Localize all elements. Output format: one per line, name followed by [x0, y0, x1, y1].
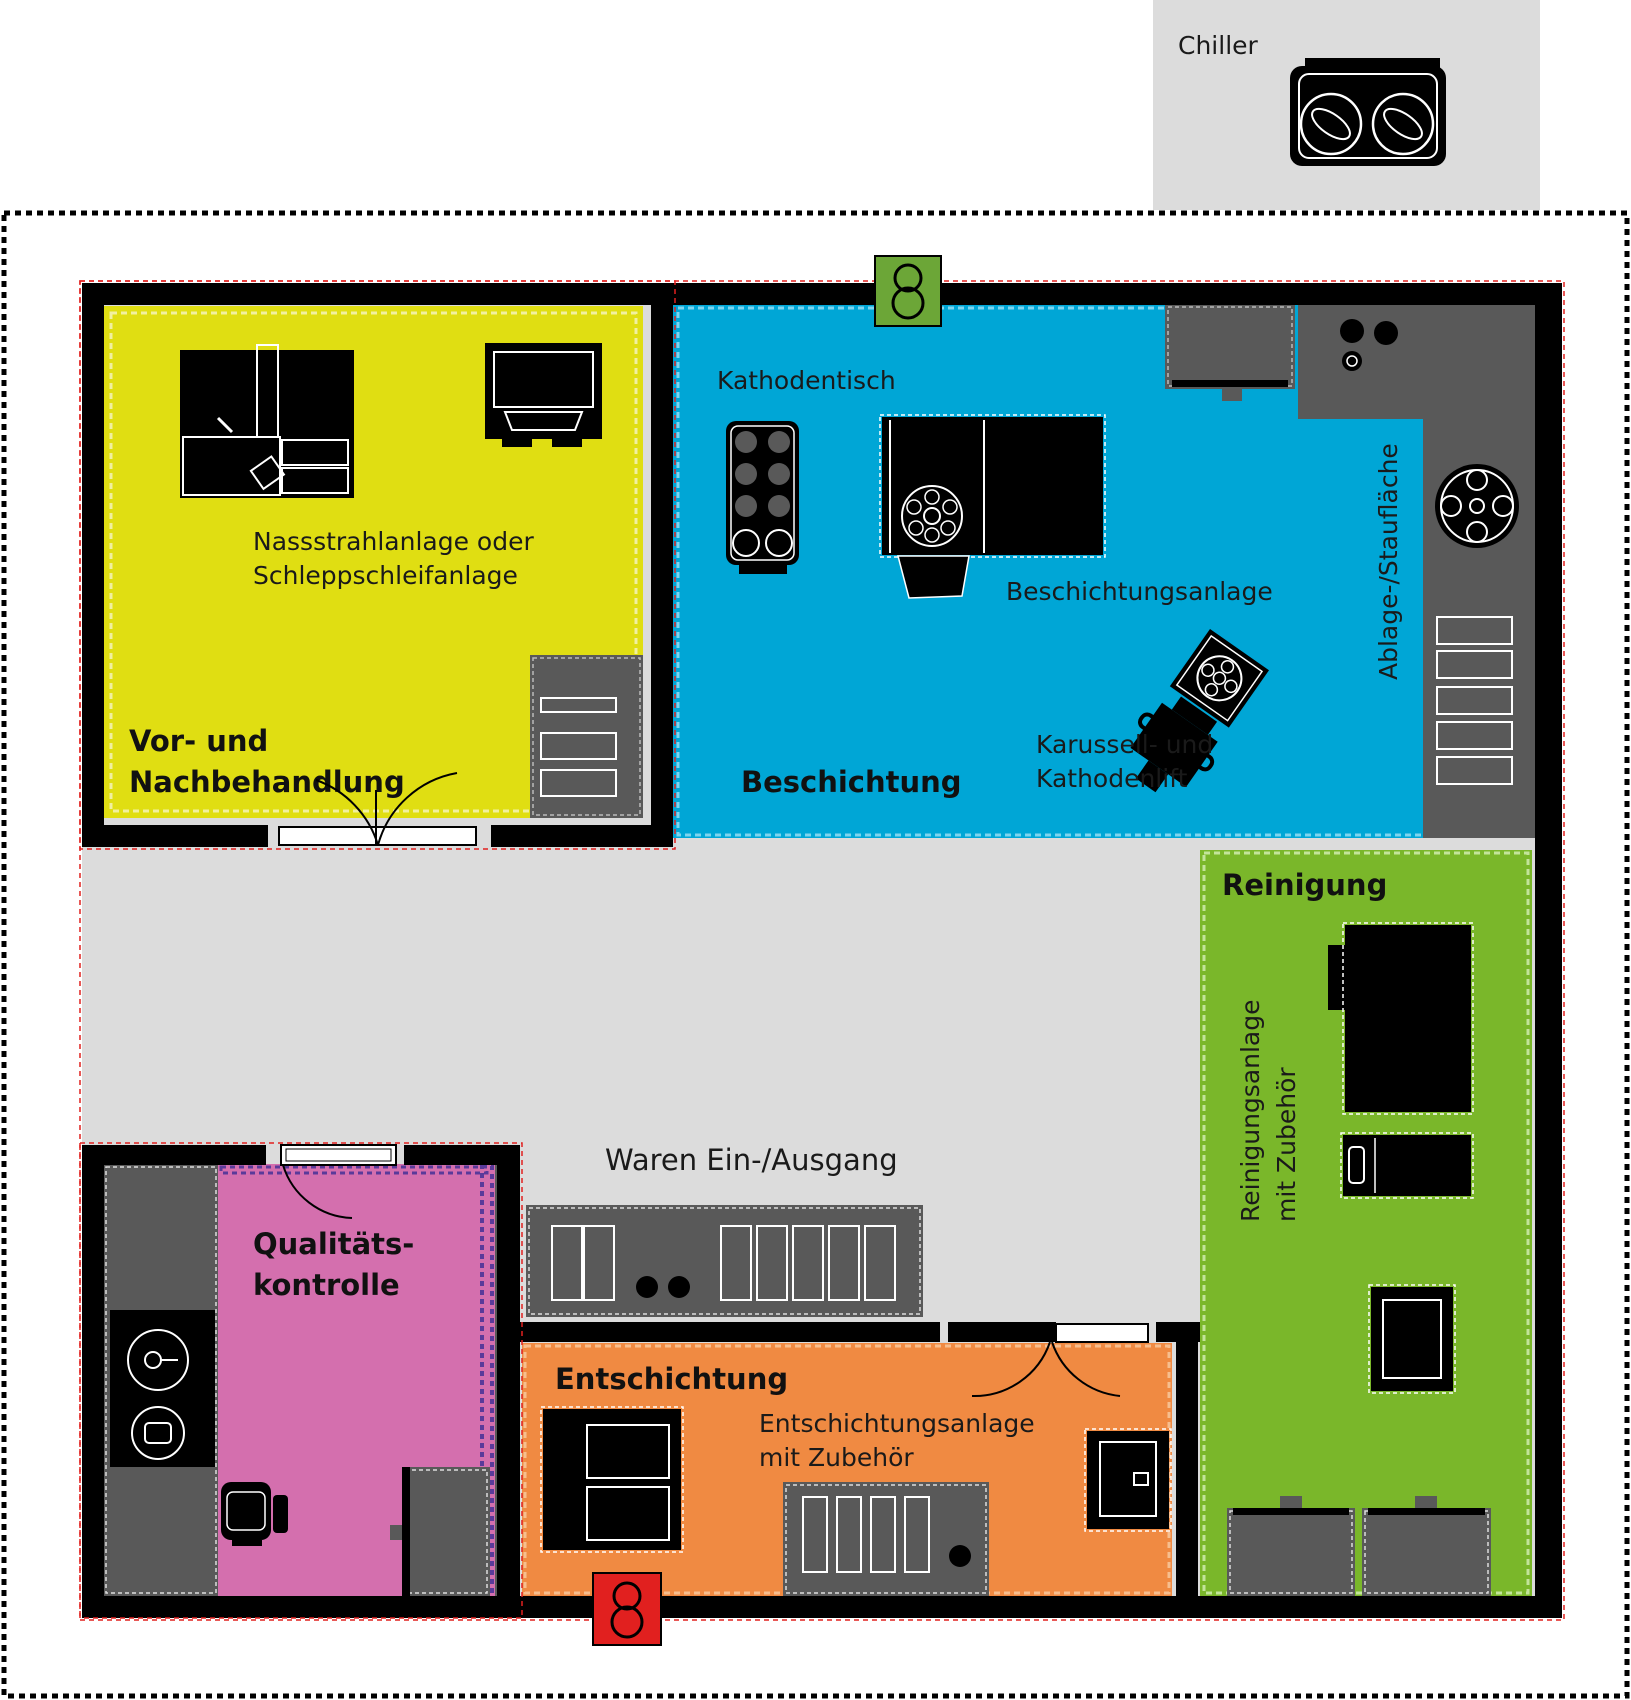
entschichtung-title: Entschichtung [555, 1362, 788, 1396]
door-entschichtung [971, 1323, 1149, 1398]
entrance-green-icon [874, 255, 942, 327]
room-entschichtung: Entschichtung Entschichtungsanlage mit Z… [522, 1343, 1172, 1596]
room-reinigung: Reinigung Reinigungsanlage mit Zubehör [1200, 850, 1532, 1596]
entschichtung-equipment-line1: Entschichtungsanlage [759, 1409, 1035, 1438]
entschichtung-unit-icon [1084, 1428, 1172, 1532]
office-chair-icon [221, 1482, 288, 1546]
entschichtung-equipment-line2: mit Zubehör [759, 1443, 914, 1472]
door-vor-nachbehandlung [278, 772, 477, 846]
ablage-label: Ablage-/Staufläche [1374, 443, 1403, 680]
corridor-label: Waren Ein-/Ausgang [605, 1143, 898, 1177]
reinigung-tank-icon [1340, 1132, 1474, 1199]
power-supply-cabinet [1165, 304, 1295, 401]
beschichtungsanlage-icon [879, 414, 1106, 599]
room-beschichtung: Kathodentisch Beschichtungsanlage Karuss… [673, 304, 1535, 838]
vor-nachbehandlung-equipment-line2: Schleppschleifanlage [253, 561, 518, 590]
reinigung-cabinet-right [1362, 1496, 1491, 1596]
qualitaetskontrolle-title-line1: Qualitäts- [253, 1227, 414, 1261]
chiller-unit-icon [1290, 58, 1446, 166]
nassstrahlanlage-icon [180, 344, 354, 498]
ablage-stauflaeche [1423, 419, 1535, 838]
wall-outlines [79, 280, 1565, 1621]
vor-nachbehandlung-equipment-line1: Nassstrahlanlage oder [253, 527, 534, 556]
door-qualitaetskontrolle [280, 1144, 397, 1219]
schleppschleifanlage-icon [485, 343, 602, 447]
entrance-red-icon [592, 1572, 662, 1646]
ablage-top-area [1298, 304, 1535, 419]
reinigung-dryer-icon [1368, 1284, 1456, 1394]
vor-nachbehandlung-title-line1: Vor- und [129, 724, 268, 758]
vor-nachbehandlung-title-line2: Nachbehandlung [129, 765, 405, 799]
reinigung-title: Reinigung [1222, 868, 1387, 902]
karussell-label-line1: Karussell- und [1036, 730, 1213, 759]
reinigung-cabinet-left [1227, 1496, 1355, 1596]
walls [82, 283, 1562, 1618]
entschichtung-rack [783, 1482, 989, 1596]
kathodentisch-icon [726, 421, 799, 574]
measuring-device-icon [110, 1310, 215, 1467]
room-vor-nachbehandlung: Nassstrahlanlage oder Schleppschleifanla… [103, 306, 643, 818]
kathodentisch-label: Kathodentisch [717, 366, 896, 395]
chiller-area: Chiller [1153, 0, 1540, 210]
storage-shelf [530, 655, 643, 818]
room-qualitaetskontrolle: Qualitäts- kontrolle [103, 1164, 497, 1596]
chiller-label: Chiller [1178, 31, 1259, 60]
qualitaetskontrolle-title-line2: kontrolle [253, 1268, 400, 1302]
karussell-kathodenlift-icon [1130, 628, 1269, 793]
goods-shelf [526, 1205, 923, 1317]
site-boundary [1, 210, 1630, 1699]
reinigung-equipment-line1: Reinigungsanlage [1236, 1000, 1265, 1223]
reinigungsanlage-icon [1328, 922, 1474, 1115]
reinigung-equipment-line2: mit Zubehör [1272, 1067, 1301, 1222]
qk-cabinet [390, 1467, 490, 1596]
beschichtungsanlage-label: Beschichtungsanlage [1006, 577, 1273, 606]
beschichtung-title: Beschichtung [741, 765, 962, 799]
entschichtung-tank-icon [540, 1406, 684, 1553]
karussell-label-line2: Kathodenlift [1036, 764, 1188, 793]
